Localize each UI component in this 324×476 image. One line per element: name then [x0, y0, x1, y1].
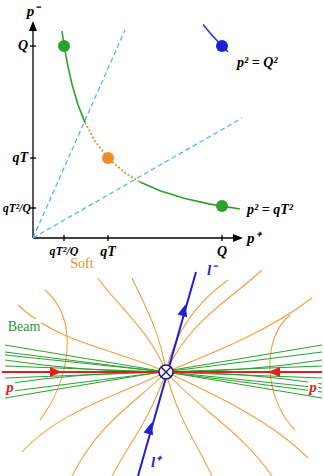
tick	[30, 157, 36, 158]
hyperbola-curve	[203, 25, 228, 52]
curve-label: p² = Q²	[236, 55, 278, 70]
axes	[30, 28, 236, 241]
tick	[221, 235, 222, 241]
particle-label: p	[308, 379, 318, 396]
dashed-line	[33, 118, 242, 238]
mode-dot	[216, 200, 228, 212]
dotted-curve	[85, 123, 140, 182]
particle-label: l⁺	[150, 454, 161, 471]
axis-arrowhead	[233, 234, 243, 242]
lepton-arrow	[144, 422, 154, 435]
region-label: Soft	[69, 256, 94, 271]
soft-line	[18, 305, 166, 372]
vertex-cross	[161, 367, 171, 377]
region-label: Beam	[7, 319, 42, 334]
soft-line	[166, 280, 228, 372]
mode-dot	[58, 40, 70, 52]
vertical-axis	[32, 28, 33, 238]
vertex-cross	[161, 367, 171, 377]
beam-line	[5, 366, 322, 378]
tick	[30, 45, 36, 46]
beam-line	[5, 345, 322, 398]
tick-label: qT	[11, 150, 29, 165]
dashed-line	[33, 30, 125, 238]
axis-arrowhead	[29, 21, 37, 31]
tick-label: Q	[216, 244, 228, 259]
beam-lines	[5, 345, 322, 398]
soft-line	[166, 270, 262, 372]
tick	[107, 235, 108, 241]
vertex-symbol	[159, 365, 173, 379]
curve-label: p² = qT²	[246, 202, 294, 217]
beam-line	[5, 366, 322, 378]
soft-line	[166, 372, 308, 458]
axis-label: p⁺	[246, 230, 261, 247]
particle-label: p	[5, 379, 15, 396]
soft-line	[132, 278, 166, 372]
particle-label: l⁻	[206, 262, 217, 279]
lepton-arrow	[178, 304, 188, 317]
proton-arrow	[268, 367, 280, 377]
tick-label: qT²/Q	[2, 202, 32, 215]
axis-label: p⁻	[26, 3, 41, 20]
tick-label: Q	[17, 38, 29, 53]
beam-line	[5, 345, 322, 398]
soft-line	[166, 372, 272, 476]
proton-arrow	[50, 367, 62, 377]
mode-dot	[102, 152, 114, 164]
mode-dot	[216, 40, 228, 52]
soft-line	[166, 372, 212, 476]
lepton-line	[138, 272, 196, 476]
soft-line	[112, 372, 166, 476]
tick	[30, 207, 36, 208]
tick-label: qT	[99, 244, 117, 259]
soft-line	[166, 298, 312, 372]
soft-line	[22, 372, 166, 452]
soft-line	[98, 278, 166, 372]
tick	[63, 235, 64, 241]
